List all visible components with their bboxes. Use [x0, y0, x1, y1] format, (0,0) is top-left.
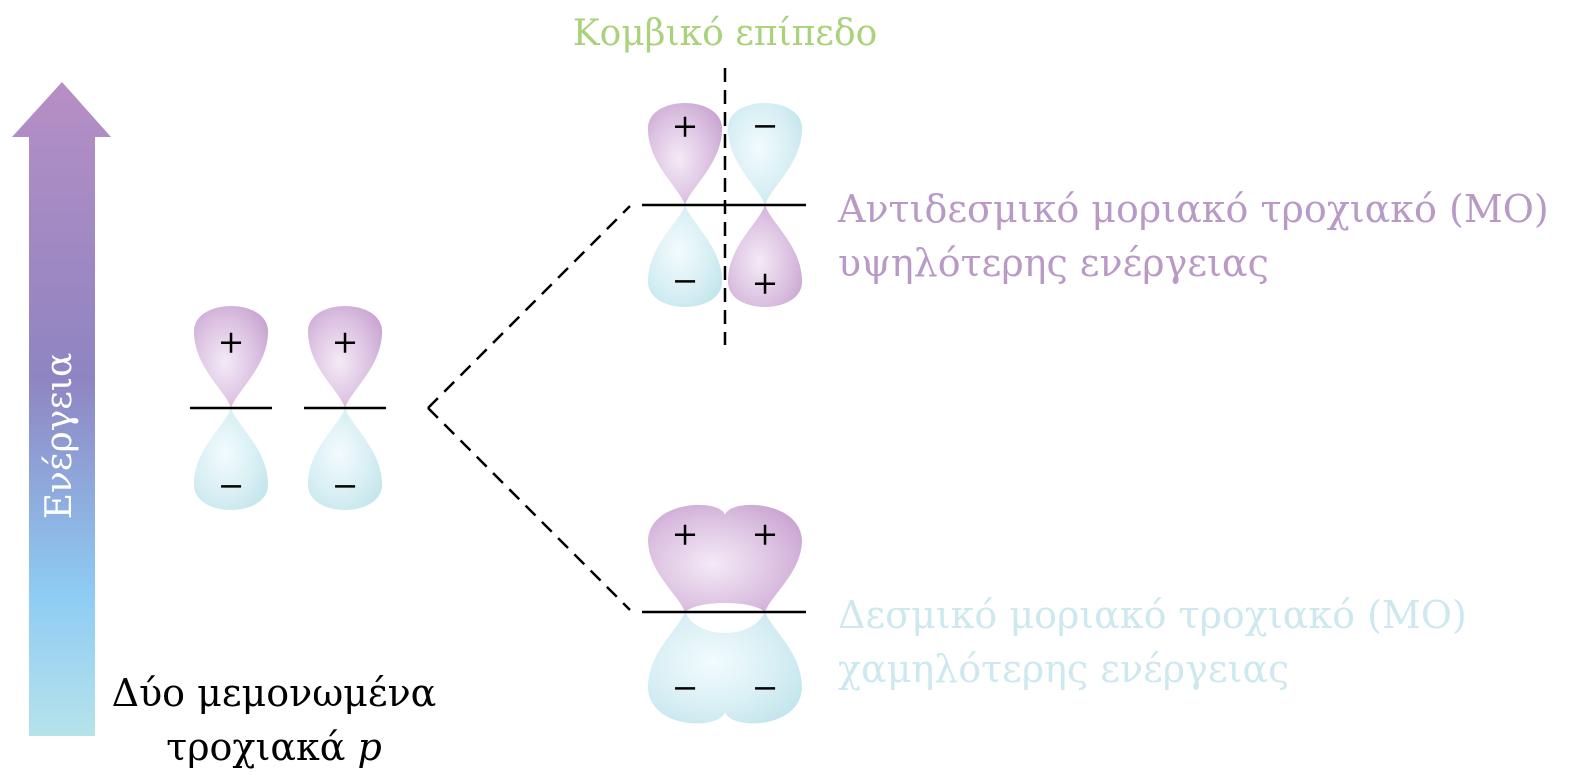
isolated-orbital-1: + −	[190, 306, 272, 510]
minus-sign: −	[218, 467, 245, 505]
plus-sign: +	[672, 107, 699, 145]
antibonding-label-line1: Αντιδεσμικό μοριακό τροχιακό (ΜΟ)	[837, 187, 1549, 231]
isolated-orbitals-caption-line1: Δύο μεμονωμένα	[112, 671, 437, 715]
plus-sign: +	[332, 323, 359, 361]
correlation-lines	[427, 205, 631, 611]
minus-sign: −	[752, 669, 779, 707]
correlation-line-to-bonding	[427, 407, 631, 611]
plus-sign: +	[672, 515, 699, 553]
isolated-orbitals-caption-line2: τροχιακά p	[166, 725, 382, 769]
minus-sign: −	[672, 669, 699, 707]
bonding-label-line2: χαμηλότερης ενέργειας	[838, 647, 1289, 691]
plus-sign: +	[218, 323, 245, 361]
antibonding-label-line2: υψηλότερης ενέργειας	[838, 241, 1269, 285]
nodal-plane-label: Κομβικό επίπεδο	[573, 13, 878, 54]
minus-sign: −	[672, 262, 699, 300]
caption-p-symbol: p	[358, 725, 382, 769]
antibonding-orbital: + − − +	[642, 103, 806, 307]
minus-sign: −	[752, 107, 779, 145]
bonding-label-line1: Δεσμικό μοριακό τροχιακό (ΜΟ)	[838, 593, 1467, 637]
energy-arrow: Ενέργεια	[12, 82, 111, 736]
positive-lobe	[648, 504, 802, 612]
plus-sign: +	[752, 515, 779, 553]
energy-axis-label: Ενέργεια	[39, 353, 80, 520]
negative-lobe	[648, 612, 802, 724]
correlation-line-to-antibonding	[427, 205, 631, 409]
plus-sign: +	[752, 264, 779, 302]
isolated-orbital-2: + −	[304, 306, 386, 510]
energy-arrow-shape	[12, 82, 111, 736]
minus-sign: −	[332, 467, 359, 505]
caption-orbitals-word: τροχιακά	[166, 725, 357, 769]
bonding-orbital: + + − −	[642, 504, 806, 724]
